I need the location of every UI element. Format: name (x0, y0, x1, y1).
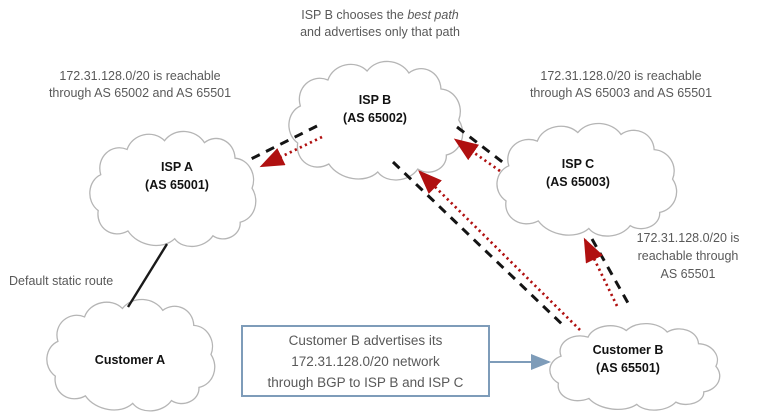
edge-dashed-customerb-ispc (590, 238, 630, 304)
node-label-customer-a: Customer A (95, 352, 165, 370)
edge-dashed-ispa-ispb (246, 124, 318, 163)
annotation-default-static-route: Default static route (9, 274, 114, 288)
callout-line: 172.31.128.0/20 network (291, 353, 440, 369)
node-name: ISP B (358, 93, 392, 107)
annotation-line: 172.31.128.0/20 is (636, 231, 740, 245)
callout-line: Customer B advertises its (288, 332, 443, 348)
callout-customerb-advertises: Customer B advertises its 172.31.128.0/2… (241, 325, 490, 397)
node-as-number: (AS 65501) (596, 360, 660, 375)
annotation-line: reachable through (637, 249, 739, 263)
node-name: ISP A (161, 160, 193, 174)
node-name: Customer B (592, 343, 664, 357)
annotation-line: through AS 65003 and AS 65501 (529, 86, 713, 100)
node-as-number: (AS 65002) (343, 110, 407, 125)
node-label-isp-a: ISP A (AS 65001) (145, 159, 209, 194)
node-name: ISP C (561, 157, 595, 171)
annotation-line: 172.31.128.0/20 is reachable (540, 69, 702, 83)
annotation-customerb-reachability: 172.31.128.0/20 is reachable through AS … (637, 229, 740, 283)
edge-red-advert-customerb-to-ispc (583, 237, 619, 307)
callout-line: through BGP to ISP B and ISP C (267, 374, 464, 390)
edge-dashed-ispb-ispc (456, 125, 506, 166)
annotation-line: AS 65501 (660, 267, 716, 281)
edge-red-advert-customerb-to-ispb (418, 170, 581, 331)
annotation-right-reachability: 172.31.128.0/20 is reachable through AS … (530, 68, 712, 102)
edge-red-advert-ispc-to-ispb (453, 138, 501, 173)
node-name: Customer A (94, 353, 166, 367)
node-label-isp-c: ISP C (AS 65003) (546, 156, 610, 191)
node-label-isp-b: ISP B (AS 65002) (343, 92, 407, 127)
edge-static-route-ispa-customera (126, 243, 169, 308)
annotation-line: through AS 65002 and AS 65501 (48, 86, 232, 100)
annotation-left-reachability: 172.31.128.0/20 is reachable through AS … (49, 68, 231, 102)
annotation-ispb-best-path: ISP B chooses the best path and advertis… (300, 7, 460, 41)
node-as-number: (AS 65001) (145, 177, 209, 192)
annotation-line: 172.31.128.0/20 is reachable (59, 69, 221, 83)
node-label-customer-b: Customer B (AS 65501) (593, 342, 664, 377)
node-as-number: (AS 65003) (546, 174, 610, 189)
annotation-line: and advertises only that path (300, 25, 460, 39)
annotation-line: ISP B chooses the best path (301, 8, 459, 22)
